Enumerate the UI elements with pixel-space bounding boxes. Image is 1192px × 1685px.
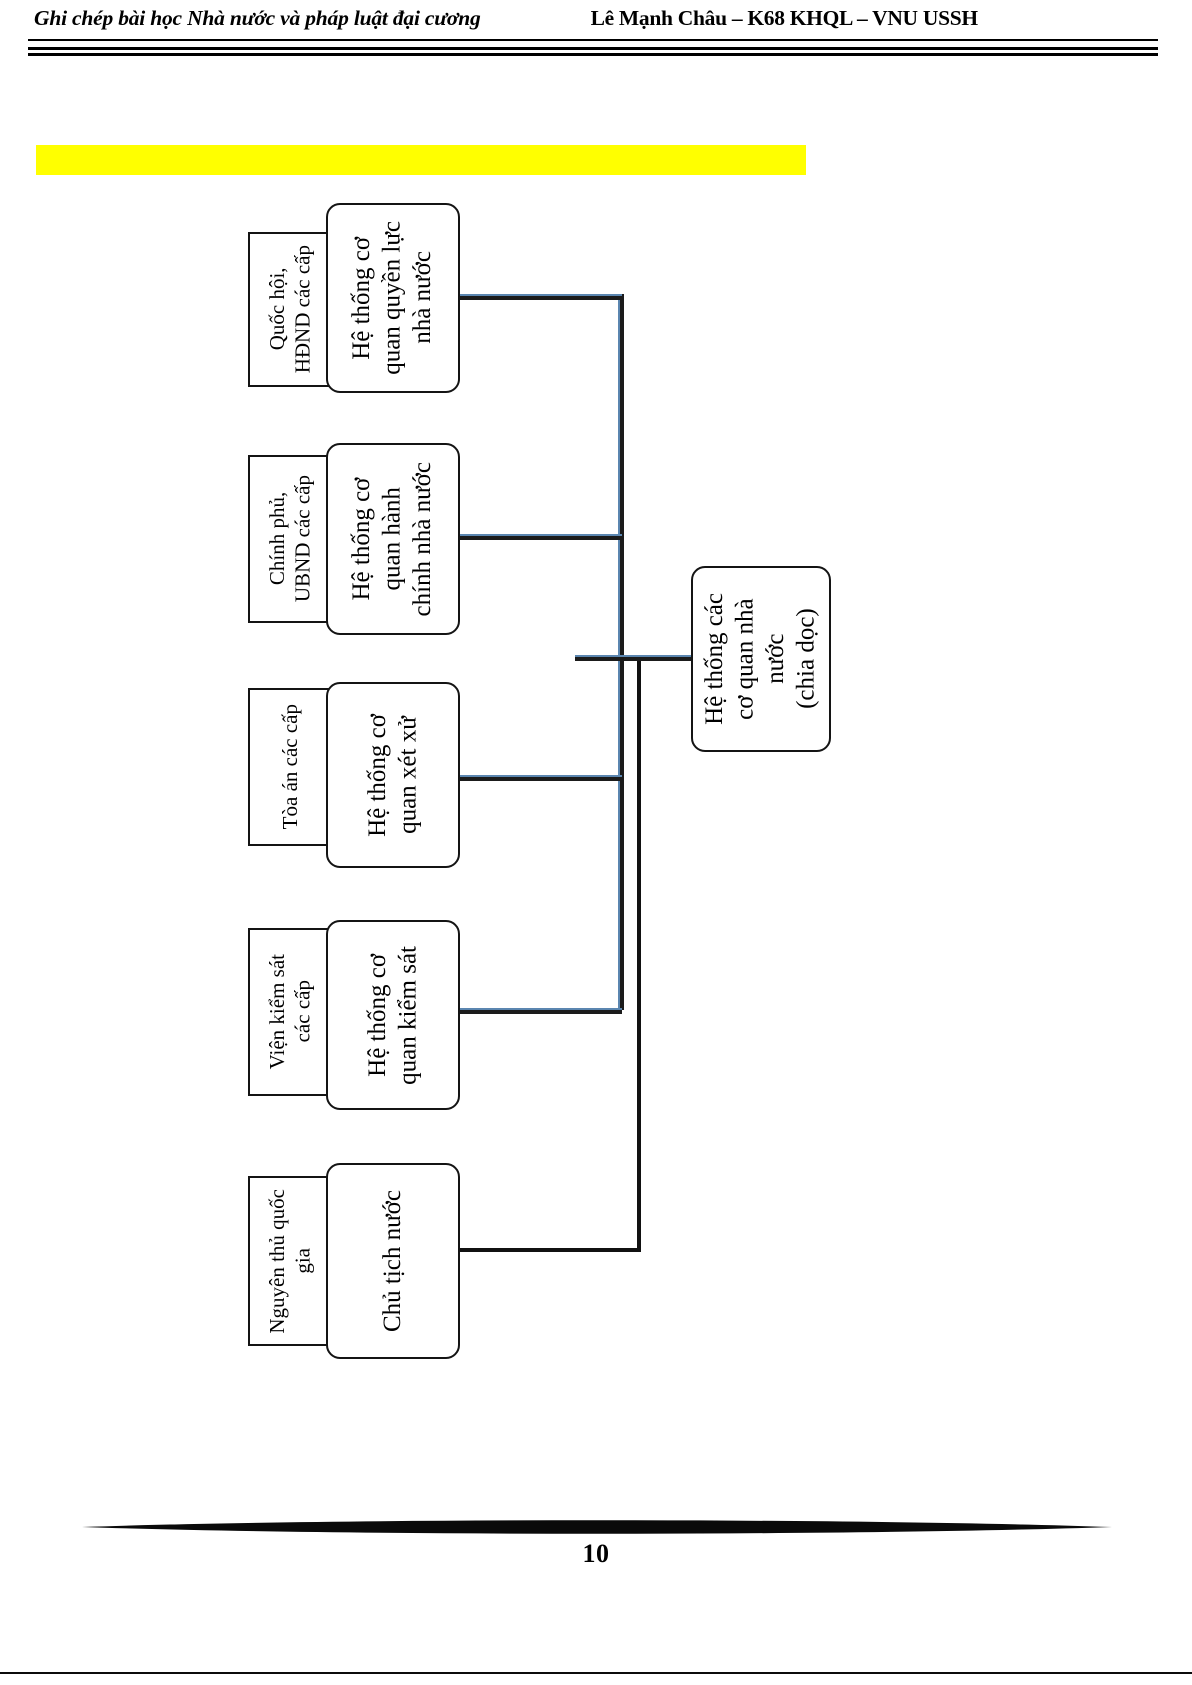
yellow-highlight-bar (36, 145, 806, 175)
connector-branch-5 (458, 1248, 641, 1252)
page-number: 10 (582, 1539, 610, 1568)
header-row: Ghi chép bài học Nhà nước và pháp luật đ… (28, 6, 1158, 40)
connector-branch-2 (458, 534, 622, 540)
main-box-5[interactable]: Chủ tịch nước (326, 1163, 460, 1359)
header-rule-thin (28, 39, 1158, 41)
page-footer: 10 (0, 1495, 1192, 1674)
sub-box-5-label: Nguyên thủ quốc gia (265, 1188, 315, 1334)
sub-box-4[interactable]: Viện kiểm sát các cấp (248, 928, 334, 1096)
connector-branch-4 (458, 1008, 622, 1014)
root-box[interactable]: Hệ thống các cơ quan nhà nước (chia dọc) (691, 566, 831, 752)
connector-trunk-outer (637, 655, 641, 1250)
sub-box-1[interactable]: Quốc hội, HĐND các cấp (248, 232, 334, 387)
connector-root (575, 655, 695, 661)
sub-box-3-label: Tòa án các cấp (278, 704, 303, 830)
main-box-2[interactable]: Hệ thống cơ quan hành chính nhà nước (326, 443, 460, 635)
main-box-1-label: Hệ thống cơ quan quyền lực nhà nước (348, 221, 437, 375)
main-box-3-label: Hệ thống cơ quan xét xử (363, 713, 422, 837)
page-header: Ghi chép bài học Nhà nước và pháp luật đ… (28, 6, 1158, 56)
footer-bottom-rule (0, 1672, 1192, 1674)
root-box-label: Hệ thống các cơ quan nhà nước (chia dọc) (701, 593, 820, 725)
main-box-2-label: Hệ thống cơ quan hành chính nhà nước (348, 461, 437, 617)
connector-branch-3 (458, 775, 622, 781)
footer-divider-ornament (82, 1520, 1112, 1534)
main-box-3[interactable]: Hệ thống cơ quan xét xử (326, 682, 460, 868)
header-rule-double (28, 47, 1158, 56)
sub-box-3[interactable]: Tòa án các cấp (248, 688, 334, 846)
sub-box-5[interactable]: Nguyên thủ quốc gia (248, 1176, 334, 1346)
main-box-4-label: Hệ thống cơ quan kiểm sát (363, 945, 422, 1085)
main-box-5-label: Chủ tịch nước (378, 1189, 406, 1333)
sub-box-2[interactable]: Chính phủ, UBND các cấp (248, 455, 334, 623)
lens-shape-icon (82, 1520, 1112, 1534)
header-right-title: Lê Mạnh Châu – K68 KHQL – VNU USSH (590, 6, 979, 30)
header-left-title: Ghi chép bài học Nhà nước và pháp luật đ… (34, 6, 481, 30)
sub-box-1-label: Quốc hội, HĐND các cấp (265, 245, 315, 374)
main-box-1[interactable]: Hệ thống cơ quan quyền lực nhà nước (326, 203, 460, 393)
connector-branch-1 (458, 294, 622, 300)
main-box-4[interactable]: Hệ thống cơ quan kiểm sát (326, 920, 460, 1110)
sub-box-4-label: Viện kiểm sát các cấp (265, 954, 315, 1070)
connector-trunk-main (618, 294, 624, 1010)
sub-box-2-label: Chính phủ, UBND các cấp (265, 475, 315, 603)
